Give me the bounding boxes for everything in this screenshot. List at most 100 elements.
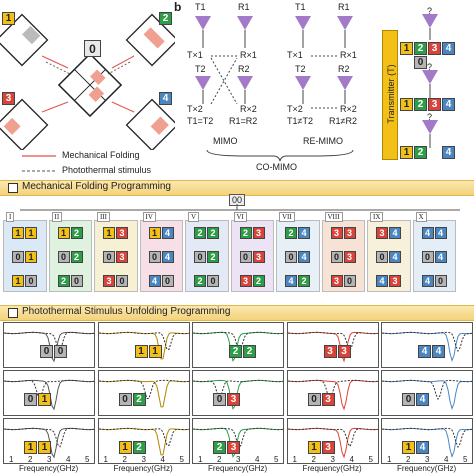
response-curve: [381, 427, 473, 449]
state-badge: 3: [389, 275, 401, 287]
state-badge: 3: [321, 393, 335, 406]
s-parameter-curves: [192, 427, 284, 459]
mechanical-programming-checkbox[interactable]: [8, 183, 18, 193]
state-badge: 0: [285, 251, 297, 263]
response-curve: [192, 427, 284, 449]
x-axis-label: Frequency(GHz): [302, 464, 362, 473]
x-tick-label: 5: [85, 455, 90, 464]
cell-index-label: VIII: [324, 212, 343, 222]
combo-badge: 2: [414, 42, 427, 55]
response-curve: [98, 331, 189, 350]
state-badge: 0: [25, 275, 37, 287]
transmitter-label: Transmitter (T): [386, 64, 396, 124]
panel-b-remimo: T1 R1 T×1 R×1 T2 R2 T×2 R×2 T1≠T2 R1≠R2 …: [285, 2, 365, 158]
state-badge: 0: [70, 275, 83, 287]
state-badge: 2: [298, 275, 310, 287]
question-mark-1: ?: [427, 6, 433, 16]
state-badge: 0: [307, 393, 321, 406]
state-badge: 4: [298, 227, 310, 239]
state-badge: 1: [402, 441, 415, 454]
state-badge: 3: [321, 441, 335, 454]
state-badge: 0: [57, 251, 70, 263]
remimo-cond-t: T1≠T2: [287, 116, 313, 126]
cell-index-label: IX: [370, 212, 384, 222]
mimo-tx1: T×1: [187, 50, 203, 60]
state-badge: 3: [227, 393, 240, 406]
s-parameter-curves: [381, 331, 473, 363]
x-tick-label: 2: [217, 455, 222, 464]
mimo-r1: R1: [238, 2, 250, 12]
remimo-tx1: T×1: [287, 50, 303, 60]
s-parameter-curves: [3, 331, 95, 363]
x-tick-label: 1: [103, 455, 108, 464]
state-badge: 0: [330, 251, 343, 263]
x-tick-label: 1: [9, 455, 14, 464]
state-badge: 3: [252, 251, 265, 263]
combo-badge: 3: [428, 42, 441, 55]
x-tick-label: 1: [387, 455, 392, 464]
mimo-diagram: [195, 16, 253, 105]
state-badge: 2: [207, 251, 219, 263]
state-badge: 3: [252, 227, 265, 239]
remimo-r2: R2: [338, 64, 350, 74]
state-badge: 0: [194, 251, 206, 263]
question-mark-2: ?: [427, 62, 433, 72]
state-badge: 1: [148, 345, 162, 358]
state-badge: 1: [25, 227, 37, 239]
photothermal-programming-checkbox[interactable]: [8, 308, 18, 318]
remimo-r1: R1: [338, 2, 350, 12]
state-badge: 2: [132, 393, 146, 406]
x-tick-label: 3: [236, 455, 241, 464]
state-badge: 4: [161, 251, 174, 263]
state-badge: 1: [57, 227, 70, 239]
state-badge: 4: [416, 441, 429, 454]
x-tick-label: 2: [28, 455, 33, 464]
state-4-badge: 4: [159, 92, 172, 105]
cell-index-label: VI: [233, 212, 247, 222]
state-badge: 2: [132, 441, 146, 454]
state-badge: 4: [148, 275, 161, 287]
folding-schematic: [0, 13, 179, 152]
mimo-cond-t: T1=T2: [187, 116, 214, 126]
state-badge: 3: [337, 345, 351, 358]
x-axis-label: Frequency(GHz): [113, 464, 173, 473]
s-parameter-curves: [98, 331, 189, 360]
response-curve: [287, 379, 378, 401]
response-curve: [381, 331, 473, 353]
s-parameter-curves: [287, 379, 378, 411]
state-badge: 4: [434, 251, 447, 263]
x-axis-label: Frequency(GHz): [397, 464, 457, 473]
x-tick-label: 4: [160, 455, 165, 464]
s-parameter-curves: [3, 427, 95, 459]
state-badge: 4: [421, 227, 434, 239]
state-badge: 3: [376, 227, 388, 239]
mechanical-programming-title: Mechanical Folding Programming: [22, 181, 171, 192]
response-curve: [3, 427, 95, 448]
s-parameter-curves: [381, 379, 473, 411]
x-tick-label: 3: [425, 455, 430, 464]
x-tick-label: 5: [463, 455, 468, 464]
combo-badge: 1: [400, 42, 413, 55]
root-state-tag: 00: [229, 194, 246, 206]
response-curve: [98, 379, 189, 400]
state-badge: 0: [103, 251, 115, 263]
x-tick-label: 5: [368, 455, 373, 464]
legend-mechanical-label: Mechanical Folding: [62, 150, 140, 160]
state-badge: 4: [285, 275, 297, 287]
combo-badge: 4: [442, 146, 455, 159]
remimo-t1: T1: [295, 2, 306, 12]
state-badge: 0: [207, 275, 219, 287]
state-badge: 4: [161, 227, 174, 239]
legend-lines: [22, 155, 56, 172]
state-badge: 0: [118, 393, 132, 406]
